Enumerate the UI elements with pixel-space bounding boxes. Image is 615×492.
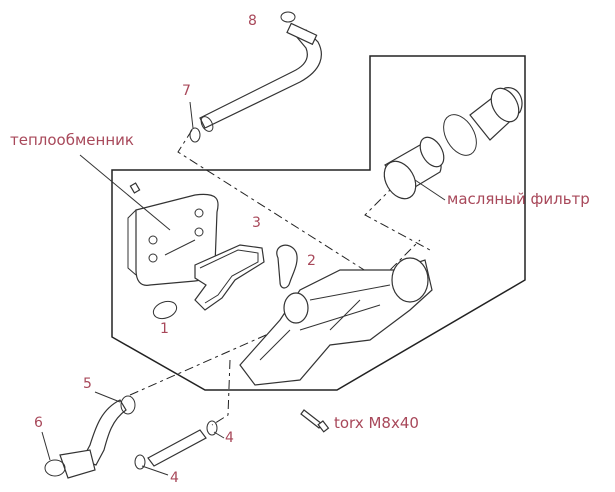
o-ring-6 [44,459,66,477]
upper-pipe [199,22,322,132]
o-ring-4b [134,454,146,470]
callout-4a: 4 [225,430,234,446]
leader-4b [141,465,169,476]
heat-exchanger [127,182,219,286]
leader-4a [213,431,225,439]
callout-8: 8 [248,13,257,29]
assembly-frame [111,55,526,391]
oil-filter [383,87,523,200]
o-ring-7 [189,127,201,143]
callout-6: 6 [34,415,43,431]
callout-3: 3 [252,215,261,231]
label-bolt: torx M8x40 [334,414,419,432]
leader-oil-filter [414,179,446,201]
callout-1: 1 [160,321,169,337]
assembly-line-filter [364,184,431,251]
leader-7 [189,101,194,129]
callout-2: 2 [307,253,316,269]
callout-4b: 4 [170,470,179,486]
callout-7: 7 [182,83,191,99]
o-ring-4a [206,420,218,436]
o-ring-1 [152,300,178,320]
leader-heat-exchanger [79,154,171,231]
pipe-flange [59,449,96,479]
leader-6 [41,431,51,461]
assembly-line-pipe [211,359,231,426]
leader-5 [94,391,121,403]
callout-5: 5 [83,376,92,392]
gasket-2 [276,244,298,289]
oil-filter-housing [239,257,433,386]
torx-bolt [300,409,330,433]
label-oil-filter: масляный фильтр [447,190,590,208]
gasket-3 [194,244,265,311]
assembly-line-top [177,129,421,281]
o-ring-5 [120,395,136,415]
lower-pipe-4 [147,429,207,467]
label-heat-exchanger: теплообменник [10,131,134,149]
o-ring-8 [280,11,296,23]
lower-pipe-5 [81,399,127,466]
